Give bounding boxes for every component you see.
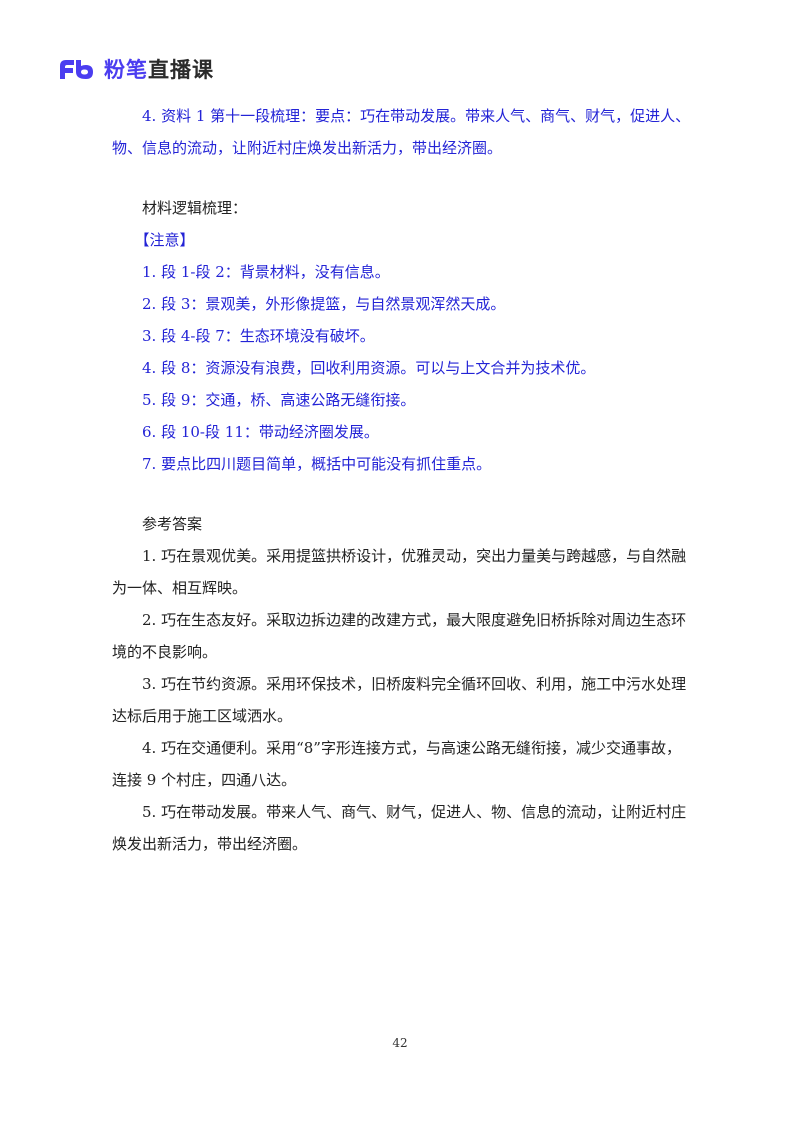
page-number: 42 xyxy=(392,1036,408,1050)
note-label: 【注意】 xyxy=(134,231,195,249)
answer-item: 4. 巧在交通便利。采用“8”字形连接方式，与高速公路无缝衔接，减少交通事故，连… xyxy=(112,739,681,789)
logic-section-title: 材料逻辑梳理： xyxy=(142,199,248,217)
answer-item: 5. 巧在带动发展。带来人气、商气、财气，促进人、物、信息的流动，让附近村庄焕发… xyxy=(112,803,687,853)
logic-item: 6. 段 10-段 11：带动经济圈发展。 xyxy=(142,423,379,441)
logic-item: 4. 段 8：资源没有浪费，回收利用资源。可以与上文合并为技术优。 xyxy=(142,359,596,377)
logic-item: 3. 段 4-段 7：生态环境没有破坏。 xyxy=(142,327,375,345)
logic-item: 5. 段 9：交通，桥、高速公路无缝衔接。 xyxy=(142,391,416,409)
answer-item: 2. 巧在生态友好。采取边拆边建的改建方式，最大限度避免旧桥拆除对周边生态环境的… xyxy=(112,611,687,661)
spacer xyxy=(112,480,692,508)
spacer xyxy=(112,164,692,192)
logic-item: 2. 段 3：景观美，外形像提篮，与自然景观浑然天成。 xyxy=(142,295,506,313)
page-header: 粉笔 直播课 xyxy=(58,56,214,82)
summary-item-4: 4. 资料 1 第十一段梳理：要点：巧在带动发展。带来人气、商气、财气，促进人、… xyxy=(112,107,691,157)
logic-item: 7. 要点比四川题目简单，概括中可能没有抓住重点。 xyxy=(142,455,492,473)
brand-name-primary: 粉笔 xyxy=(104,58,148,82)
brand-name-secondary: 直播课 xyxy=(148,58,214,82)
answer-section-title: 参考答案 xyxy=(142,515,203,533)
logic-item: 1. 段 1-段 2：背景材料，没有信息。 xyxy=(142,263,390,281)
answer-item: 3. 巧在节约资源。采用环保技术，旧桥废料完全循环回收、利用，施工中污水处理达标… xyxy=(112,675,687,725)
answer-item: 1. 巧在景观优美。采用提篮拱桥设计，优雅灵动，突出力量美与跨越感，与自然融为一… xyxy=(112,547,687,597)
fb-logo-icon xyxy=(60,60,93,79)
document-body: 4. 资料 1 第十一段梳理：要点：巧在带动发展。带来人气、商气、财气，促进人、… xyxy=(112,100,692,860)
